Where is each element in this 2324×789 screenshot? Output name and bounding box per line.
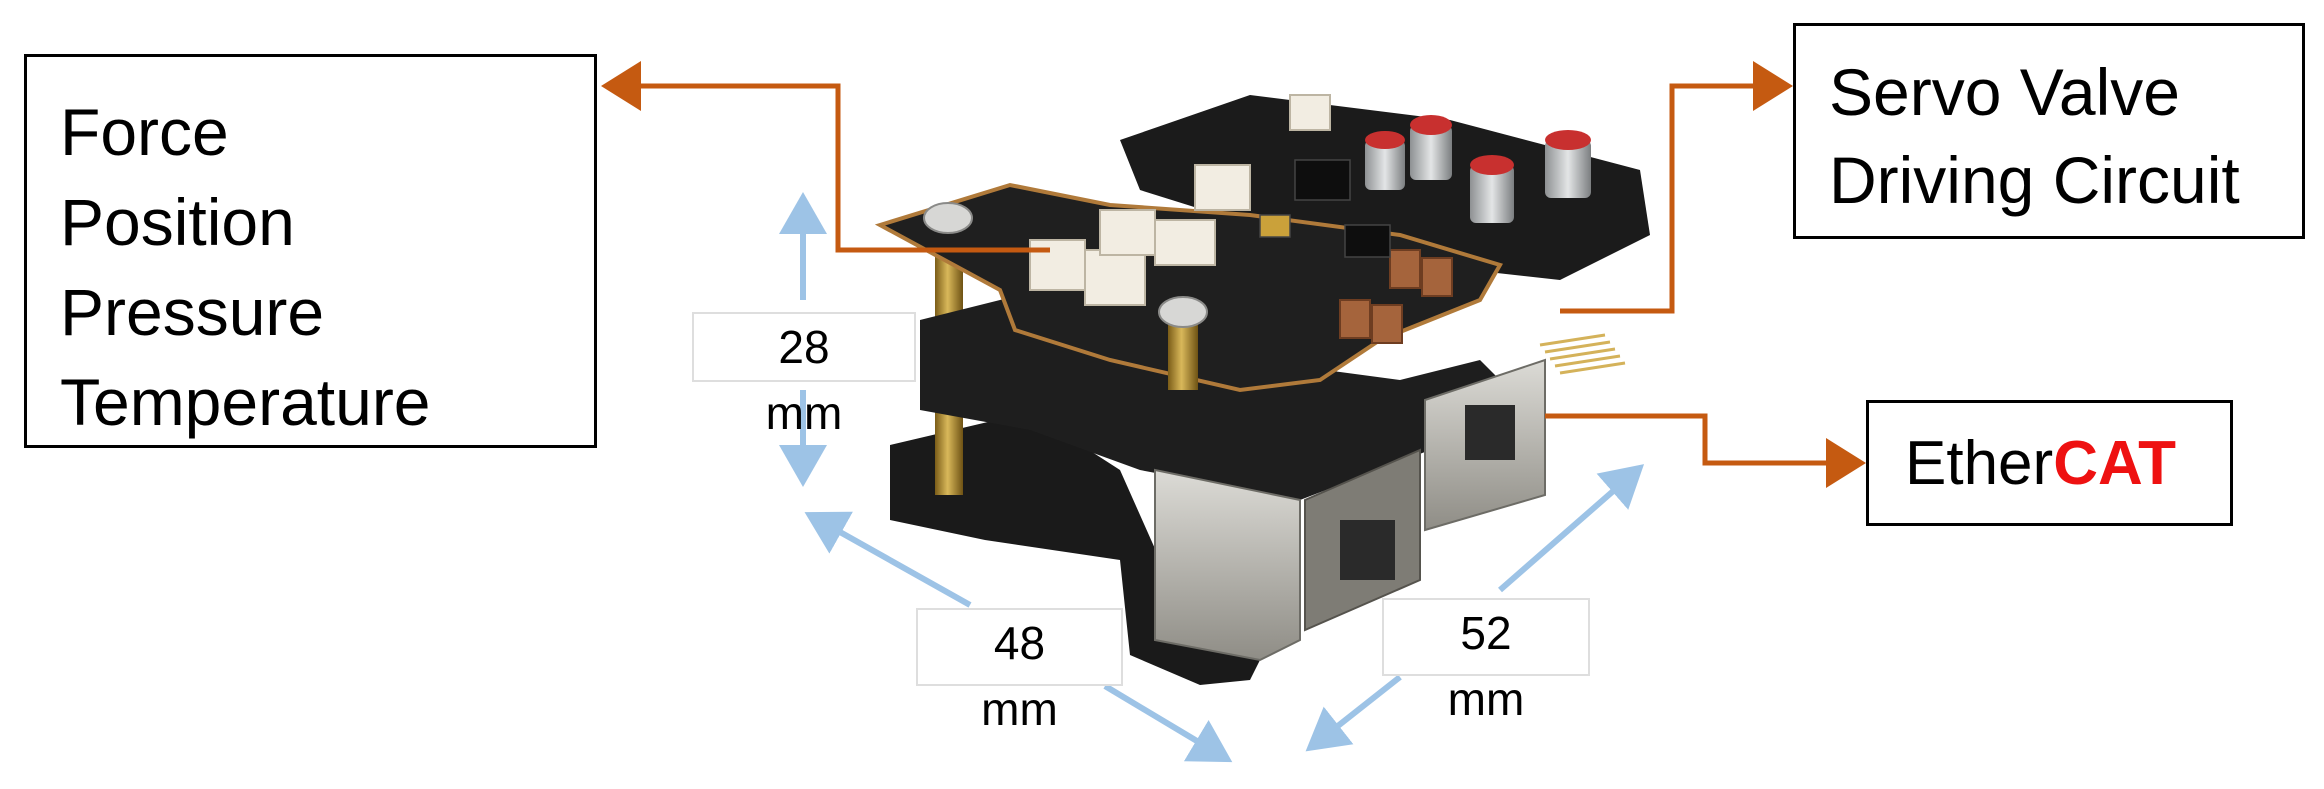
height-value: 28 — [778, 321, 830, 373]
width-arrow-left — [804, 511, 972, 608]
rj45-jack-front — [1154, 468, 1301, 662]
sensor-types-label: Force Position Pressure Temperature — [24, 54, 597, 448]
ic-chips — [1259, 159, 1391, 258]
depth-arrow-up — [1498, 464, 1645, 593]
width-unit: mm — [981, 683, 1058, 735]
sensor-temperature: Temperature — [60, 365, 431, 439]
rj45-port-rear — [1465, 405, 1515, 460]
servo-valve-label: Servo Valve Driving Circuit — [1793, 23, 2305, 239]
ethercat-callout-arrow — [1545, 413, 1866, 488]
dimension-arrows — [779, 192, 1645, 763]
pin-header — [1539, 333, 1626, 375]
screw-rear — [923, 202, 973, 234]
rj45-port-front — [1340, 520, 1395, 580]
width-arrow-right — [1103, 683, 1233, 763]
sensor-pressure: Pressure — [60, 275, 325, 349]
sensor-callout-arrow — [601, 61, 1050, 253]
white-connectors — [1029, 94, 1331, 306]
ethercat-suffix: CAT — [2053, 429, 2177, 498]
sensor-position: Position — [60, 185, 295, 259]
ethercat-prefix: Ether — [1905, 429, 2054, 498]
ethercat-label: EtherCAT — [1866, 400, 2233, 526]
height-unit: mm — [765, 387, 843, 439]
depth-dimension-label: 52 mm — [1382, 598, 1590, 725]
width-value: 48 — [993, 617, 1046, 669]
depth-arrow-down — [1305, 674, 1402, 752]
servo-label-line-2: Driving Circuit — [1829, 143, 2240, 217]
screw-front — [1158, 296, 1208, 328]
pcb-stack-photo — [874, 94, 1650, 685]
depth-unit: mm — [1447, 673, 1525, 725]
standoff-upper — [1168, 320, 1198, 390]
film-capacitors — [1339, 249, 1453, 344]
servo-label-line-1: Servo Valve — [1829, 55, 2180, 129]
width-dimension-label: 48 mm — [916, 608, 1123, 735]
callout-arrows — [601, 61, 1866, 488]
electrolytic-capacitors — [1365, 115, 1591, 223]
servo-callout-arrow — [1560, 61, 1793, 314]
depth-value: 52 — [1460, 607, 1512, 659]
sensor-force: Force — [60, 95, 229, 169]
height-dimension-label: 28 mm — [692, 312, 916, 439]
